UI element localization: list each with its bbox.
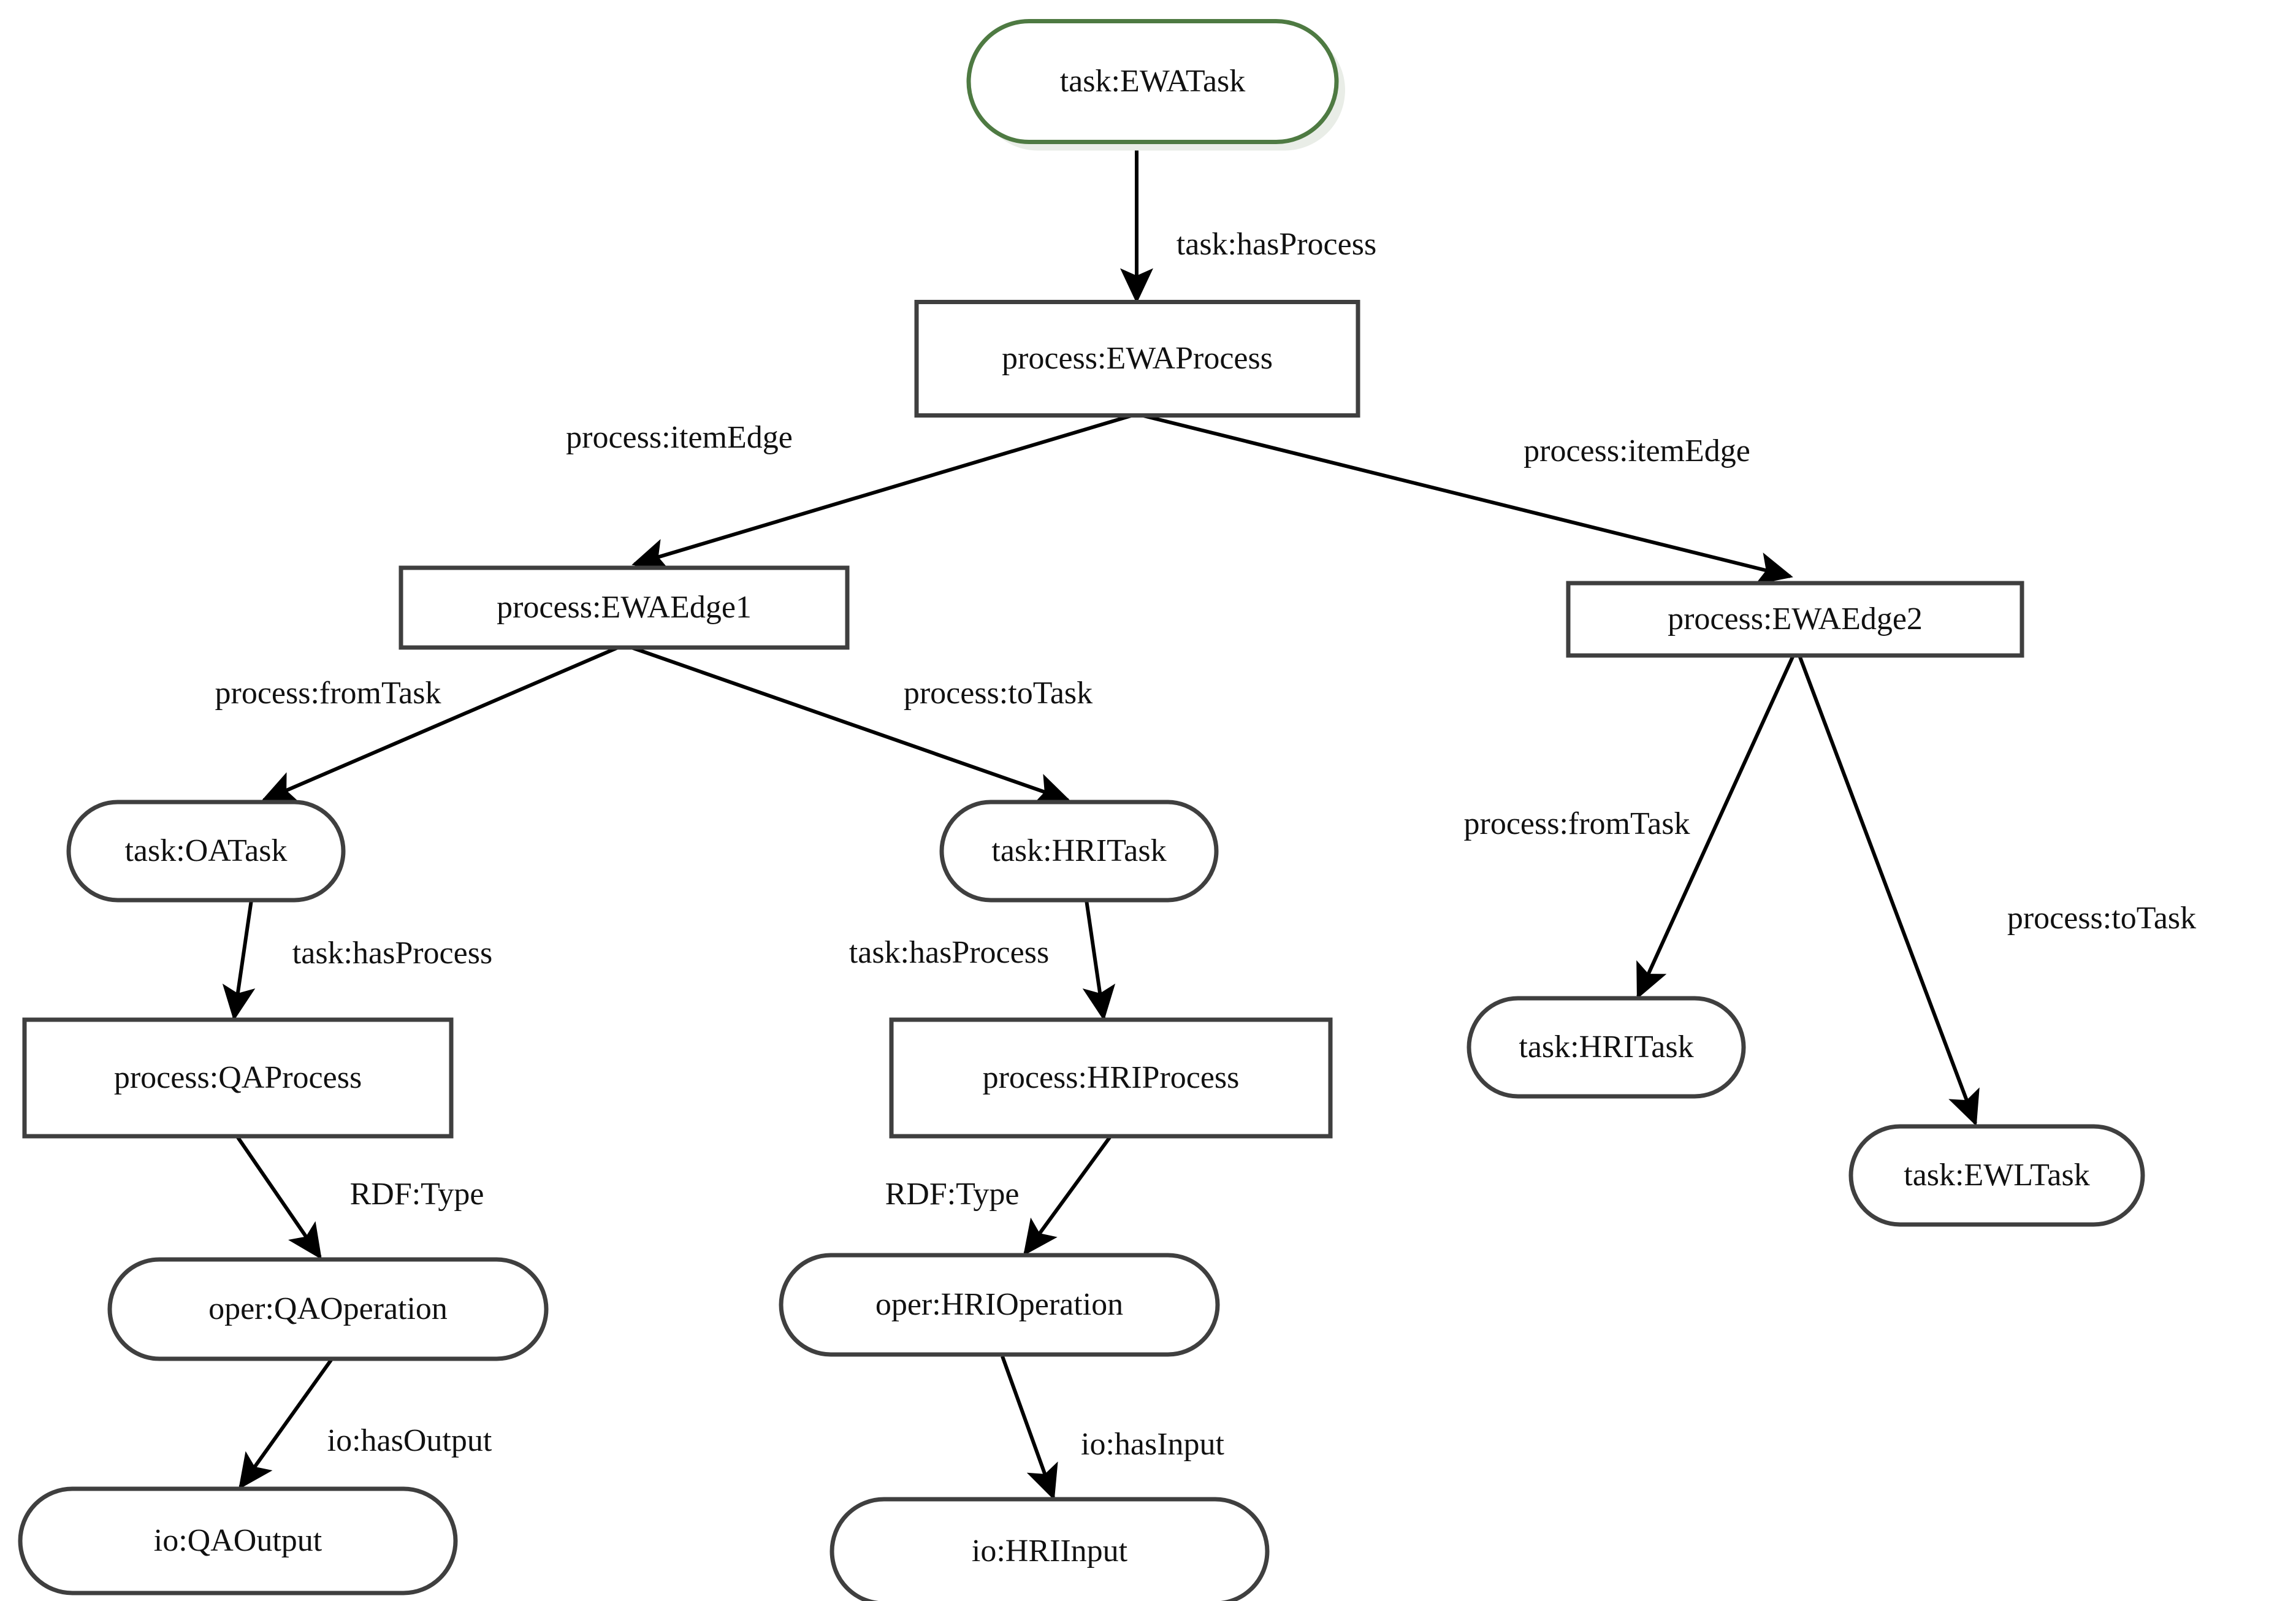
edge-line <box>1023 1136 1112 1256</box>
node-shape[interactable] <box>914 300 1360 418</box>
node-hriProcess[interactable]: process:HRIProcess <box>889 1017 1333 1139</box>
node-shape[interactable] <box>66 800 346 903</box>
edge-line <box>631 414 1132 571</box>
edge-line <box>1143 414 1793 585</box>
node-qaOperation[interactable]: oper:QAOperation <box>107 1257 549 1361</box>
edge-line <box>222 900 256 1021</box>
edge-line <box>261 646 619 803</box>
node-shape[interactable] <box>830 1497 1270 1601</box>
edge-line <box>1798 654 1980 1126</box>
edge-label: io:hasOutput <box>327 1423 492 1458</box>
node-ewaTask[interactable]: task:EWATask <box>966 19 1345 151</box>
edge-layer <box>222 142 1980 1500</box>
node-ewaProcess[interactable]: process:EWAProcess <box>914 300 1360 418</box>
node-label: io:QAOutput <box>154 1523 322 1558</box>
node-shape[interactable] <box>1466 996 1746 1099</box>
node-label: process:EWAEdge1 <box>497 590 752 625</box>
edge-line <box>1082 900 1116 1021</box>
node-label: oper:HRIOperation <box>875 1287 1123 1322</box>
edge-hriTaskLeft-to-hriProcess <box>1082 900 1116 1021</box>
edge-label-layer: task:hasProcess process:itemEdge process:i… <box>215 227 2197 1462</box>
node-qaOutput[interactable]: io:QAOutput <box>18 1486 458 1595</box>
edge-label: RDF:Type <box>350 1177 484 1212</box>
edge-label: task:hasProcess <box>292 936 492 971</box>
node-label: task:OATask <box>124 833 287 868</box>
edge-label: process:itemEdge <box>566 420 793 455</box>
node-hriOperation[interactable]: oper:HRIOperation <box>779 1253 1220 1357</box>
node-ewlTask[interactable]: task:EWLTask <box>1848 1124 2145 1227</box>
edge-label: task:hasProcess <box>1177 227 1376 262</box>
edge-hriProcess-to-hriOperation <box>1023 1136 1112 1256</box>
edge-line <box>238 1359 333 1490</box>
edge-label: process:toTask <box>904 676 1093 711</box>
node-label: task:HRITask <box>991 833 1166 868</box>
edge-ewaProcess-to-ewaEdge1 <box>631 414 1132 571</box>
node-label: process:HRIProcess <box>983 1060 1240 1095</box>
edge-label: process:itemEdge <box>1524 434 1750 468</box>
node-label: io:HRIInput <box>972 1534 1128 1569</box>
edge-label: process:fromTask <box>215 676 441 711</box>
edge-ewaEdge1-to-oaTask <box>261 646 619 803</box>
edge-hriOperation-to-hriInput <box>1001 1355 1058 1500</box>
node-shape[interactable] <box>939 800 1219 903</box>
node-label: task:EWLTask <box>1904 1158 2090 1193</box>
edge-label: process:toTask <box>2007 901 2196 936</box>
edge-label: RDF:Type <box>885 1177 1020 1212</box>
edge-label: io:hasInput <box>1081 1427 1225 1462</box>
edge-label: task:hasProcess <box>849 935 1049 970</box>
edge-ewaProcess-to-ewaEdge2 <box>1143 414 1793 585</box>
edge-label: process:fromTask <box>1464 806 1690 841</box>
node-shape[interactable] <box>399 565 850 650</box>
node-shape[interactable] <box>966 19 1339 144</box>
node-shape[interactable] <box>889 1017 1333 1139</box>
node-layer: task:EWATask process:EWAProcess process:EW… <box>18 19 2145 1601</box>
edge-line <box>236 1136 322 1260</box>
node-label: process:EWAEdge2 <box>1668 602 1923 636</box>
edge-ewaEdge1-to-hriTaskLeft <box>631 646 1071 806</box>
node-ewaEdge2[interactable]: process:EWAEdge2 <box>1566 581 2024 658</box>
node-oaTask[interactable]: task:OATask <box>66 800 346 903</box>
node-label: oper:QAOperation <box>208 1291 448 1326</box>
node-qaProcess[interactable]: process:QAProcess <box>22 1017 454 1139</box>
node-ewaEdge1[interactable]: process:EWAEdge1 <box>399 565 850 650</box>
node-shape[interactable] <box>1848 1124 2145 1227</box>
edge-line <box>1636 654 1795 999</box>
node-hriInput[interactable]: io:HRIInput <box>830 1497 1270 1601</box>
node-label: process:EWAProcess <box>1002 341 1273 376</box>
node-hriTaskRight[interactable]: task:HRITask <box>1466 996 1746 1099</box>
edge-line <box>631 646 1071 806</box>
edge-qaProcess-to-qaOperation <box>236 1136 322 1260</box>
node-shape[interactable] <box>18 1486 458 1595</box>
edge-ewaEdge2-to-ewlTask <box>1798 654 1980 1126</box>
node-label: task:EWATask <box>1060 64 1246 99</box>
edge-oaTask-to-qaProcess <box>222 900 256 1021</box>
node-label: task:HRITask <box>1519 1030 1693 1064</box>
node-shape[interactable] <box>779 1253 1220 1357</box>
node-label: process:QAProcess <box>114 1060 362 1095</box>
edge-qaOperation-to-qaOutput <box>238 1359 333 1490</box>
node-shape[interactable] <box>1566 581 2024 658</box>
node-shape[interactable] <box>22 1017 454 1139</box>
node-shape[interactable] <box>107 1257 549 1361</box>
edge-line <box>1001 1355 1058 1500</box>
edge-ewaEdge2-to-hriTaskRight <box>1636 654 1795 999</box>
node-hriTaskLeft[interactable]: task:HRITask <box>939 800 1219 903</box>
